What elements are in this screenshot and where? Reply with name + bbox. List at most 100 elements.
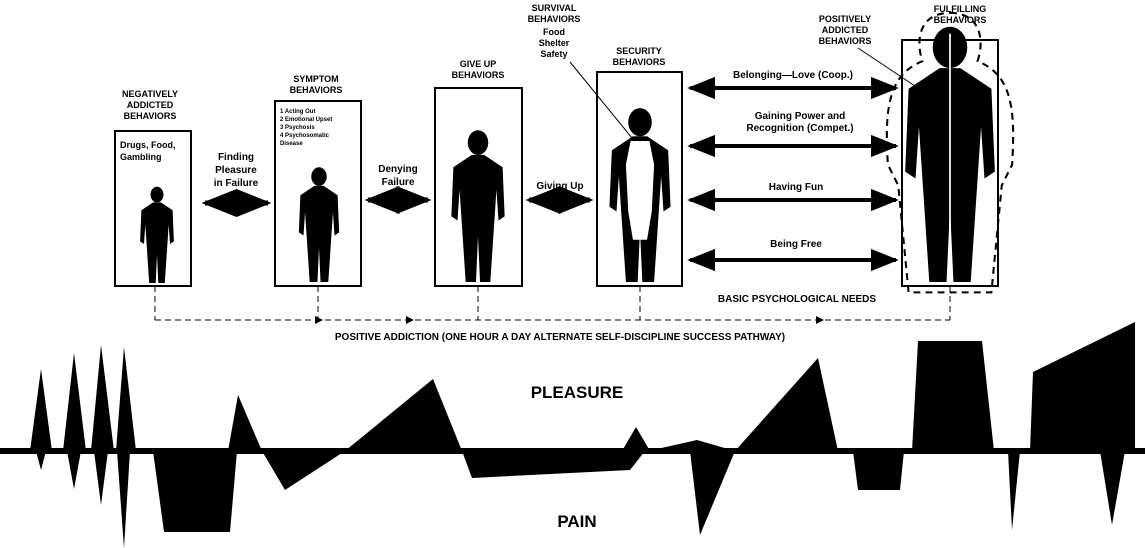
transition-line: Pleasure: [215, 165, 257, 176]
svg-text:Failure: Failure: [382, 177, 415, 188]
pleasure-peak: [735, 358, 838, 451]
heading-line: BEHAVIORS: [819, 36, 872, 46]
survival-needs: Food Shelter Safety: [539, 27, 570, 59]
svg-text:Being Free: Being Free: [770, 239, 822, 250]
svg-text:BEHAVIORS: BEHAVIORS: [290, 85, 343, 95]
svg-text:SURVIVAL: SURVIVAL: [532, 3, 577, 13]
transition-line: Failure: [382, 177, 415, 188]
svg-text:Belonging—Love (Coop.): Belonging—Love (Coop.): [733, 70, 853, 81]
arrow-denying-failure: Denying Failure: [368, 164, 428, 200]
svg-text:Safety: Safety: [540, 49, 567, 59]
pain-dip: [1100, 451, 1125, 525]
figure-security: [609, 108, 670, 282]
pleasure-peak: [91, 345, 114, 451]
svg-text:ADDICTED: ADDICTED: [127, 100, 174, 110]
arrow-finding-pleasure: Finding Pleasure in Failure: [205, 152, 268, 203]
negatively-addicted-heading: NEGATIVELY ADDICTED BEHAVIORS: [122, 89, 178, 121]
svg-text:4 Psychosomatic: 4 Psychosomatic: [280, 133, 330, 139]
survival-need: Safety: [540, 49, 567, 59]
pleasure-peak: [345, 379, 462, 451]
negatively-addicted-subtitle: Drugs, Food, Gambling: [120, 140, 176, 162]
need-line: Being Free: [770, 239, 822, 250]
svg-text:GIVE UP: GIVE UP: [460, 59, 497, 69]
survival-need: Food: [543, 27, 565, 37]
need-belonging: Belonging—Love (Coop.): [690, 70, 896, 88]
svg-text:SECURITY: SECURITY: [616, 46, 662, 56]
symptom-item: 2 Emotional Upset: [280, 117, 332, 123]
svg-text:3 Psychosis: 3 Psychosis: [280, 125, 315, 131]
need-line: Gaining Power and: [755, 111, 846, 122]
svg-text:ADDICTED: ADDICTED: [822, 25, 869, 35]
svg-text:BEHAVIORS: BEHAVIORS: [452, 70, 505, 80]
pleasure-peak: [228, 395, 262, 451]
pain-dip: [262, 451, 345, 490]
svg-text:in Failure: in Failure: [214, 178, 259, 189]
heading-line: SECURITY: [616, 46, 662, 56]
heading-line: BEHAVIORS: [934, 15, 987, 25]
svg-text:Recognition (Compet.): Recognition (Compet.): [746, 123, 853, 134]
heading-line: FULFILLING: [934, 4, 987, 14]
pain-dip: [462, 451, 645, 478]
transition-line: Giving Up: [536, 181, 583, 192]
give-up-heading: GIVE UP BEHAVIORS: [452, 59, 505, 80]
heading-line: SURVIVAL: [532, 3, 577, 13]
pain-dip: [853, 451, 904, 490]
transition-line: Denying: [378, 164, 417, 175]
svg-text:Gambling: Gambling: [120, 152, 162, 162]
symptom-item: 3 Psychosis: [280, 125, 315, 131]
survival-heading: SURVIVAL BEHAVIORS: [528, 3, 581, 24]
svg-text:SYMPTOM: SYMPTOM: [293, 74, 338, 84]
pleasure-peak: [912, 341, 994, 451]
pleasure-peak: [116, 347, 136, 451]
svg-text:Drugs, Food,: Drugs, Food,: [120, 140, 176, 150]
pain-dip: [94, 451, 108, 505]
heading-line: SYMPTOM: [293, 74, 338, 84]
need-fun: Having Fun: [690, 182, 896, 200]
pleasure-peak: [648, 440, 735, 451]
svg-text:FULFILLING: FULFILLING: [934, 4, 987, 14]
symptom-item: Disease: [280, 141, 303, 147]
heading-line: ADDICTED: [127, 100, 174, 110]
figure-fulfilling: [887, 13, 1013, 292]
heading-line: BEHAVIORS: [528, 14, 581, 24]
pathway-caption: POSITIVE ADDICTION (ONE HOUR A DAY ALTER…: [335, 332, 785, 343]
pleasure-peak: [63, 353, 86, 451]
transition-line: in Failure: [214, 178, 259, 189]
heading-line: BEHAVIORS: [290, 85, 343, 95]
survival-pointer: [570, 62, 632, 138]
transition-line: Finding: [218, 152, 254, 163]
svg-text:Pleasure: Pleasure: [215, 165, 257, 176]
svg-text:BEHAVIORS: BEHAVIORS: [934, 15, 987, 25]
svg-text:Having Fun: Having Fun: [769, 182, 823, 193]
svg-text:NEGATIVELY: NEGATIVELY: [122, 89, 178, 99]
heading-line: GIVE UP: [460, 59, 497, 69]
pain-dip: [1008, 451, 1020, 530]
svg-text:Finding: Finding: [218, 152, 254, 163]
pleasure-peak: [622, 427, 650, 451]
svg-text:BEHAVIORS: BEHAVIORS: [613, 57, 666, 67]
pleasure-peak: [30, 369, 52, 451]
need-power: Gaining Power and Recognition (Compet.): [690, 111, 896, 146]
svg-text:BEHAVIORS: BEHAVIORS: [124, 111, 177, 121]
heading-line: BEHAVIORS: [452, 70, 505, 80]
figure-symptom: [299, 167, 339, 282]
heading-line: POSITIVELY: [819, 14, 871, 24]
svg-text:BEHAVIORS: BEHAVIORS: [819, 36, 872, 46]
svg-text:BEHAVIORS: BEHAVIORS: [528, 14, 581, 24]
pleasure-label: PLEASURE: [531, 383, 624, 402]
svg-text:POSITIVELY: POSITIVELY: [819, 14, 871, 24]
symptom-item: 1 Acting Out: [280, 109, 315, 115]
svg-text:Denying: Denying: [378, 164, 417, 175]
survival-need: Shelter: [539, 38, 570, 48]
svg-text:1 Acting Out: 1 Acting Out: [280, 109, 315, 115]
pain-label: PAIN: [557, 512, 596, 531]
needs-caption: BASIC PSYCHOLOGICAL NEEDS: [718, 294, 876, 305]
figure-negatively-addicted: [140, 187, 174, 283]
figure-give-up: [451, 130, 504, 282]
svg-text:Disease: Disease: [280, 141, 303, 147]
arrow-giving-up: Giving Up: [529, 181, 590, 200]
subtitle-line: Drugs, Food,: [120, 140, 176, 150]
security-heading: SECURITY BEHAVIORS: [613, 46, 666, 67]
positively-addicted-heading: POSITIVELY ADDICTED BEHAVIORS: [819, 14, 872, 46]
symptom-list: 1 Acting Out 2 Emotional Upset 3 Psychos…: [280, 109, 332, 147]
